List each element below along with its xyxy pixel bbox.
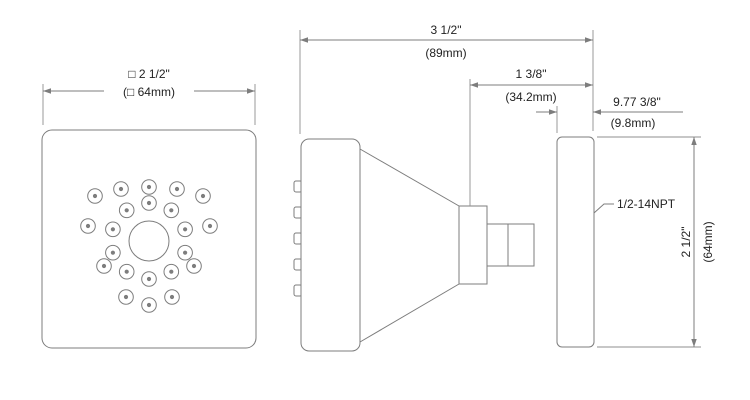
body-depth-inch-label: 1 3/8" xyxy=(516,67,547,81)
wall-flange xyxy=(556,136,595,348)
dim-overall-depth: 3 1/2" (89mm) xyxy=(299,23,594,134)
thread-label: 1/2-14NPT xyxy=(617,197,676,211)
dim-flange-height: 2 1/2" (64mm) xyxy=(597,136,715,348)
height-mm-label: (64mm) xyxy=(701,221,715,262)
dim-body-depth: 1 3/8" (34.2mm) xyxy=(469,67,593,206)
flange-depth-inch-label: 9.77 3/8" xyxy=(613,95,661,109)
dim-front-width: □ 2 1/2" (□ 64mm) xyxy=(42,67,256,125)
front-width-inch-label: □ 2 1/2" xyxy=(128,67,170,81)
pipe-nipple xyxy=(486,223,535,267)
height-inch-label: 2 1/2" xyxy=(679,227,693,258)
overall-depth-mm-label: (89mm) xyxy=(425,46,466,60)
body-taper xyxy=(359,148,460,343)
side-view: 1/2-14NPT 3 1/2" (89mm) 1 3/8" (34.2mm) … xyxy=(293,23,715,352)
center-outlet xyxy=(128,220,170,262)
body-depth-mm-label: (34.2mm) xyxy=(505,90,556,104)
flange-depth-mm-label: (9.8mm) xyxy=(611,116,656,130)
thread-callout: 1/2-14NPT xyxy=(593,197,676,214)
side-faceplate xyxy=(300,138,361,352)
dim-flange-depth: 9.77 3/8" (9.8mm) xyxy=(536,95,683,133)
front-faceplate xyxy=(41,129,257,349)
body-collar xyxy=(458,205,488,285)
front-width-mm-label: (□ 64mm) xyxy=(123,85,175,99)
overall-depth-inch-label: 3 1/2" xyxy=(431,23,462,37)
leader-line xyxy=(593,203,614,214)
front-view: □ 2 1/2" (□ 64mm) xyxy=(41,67,257,349)
